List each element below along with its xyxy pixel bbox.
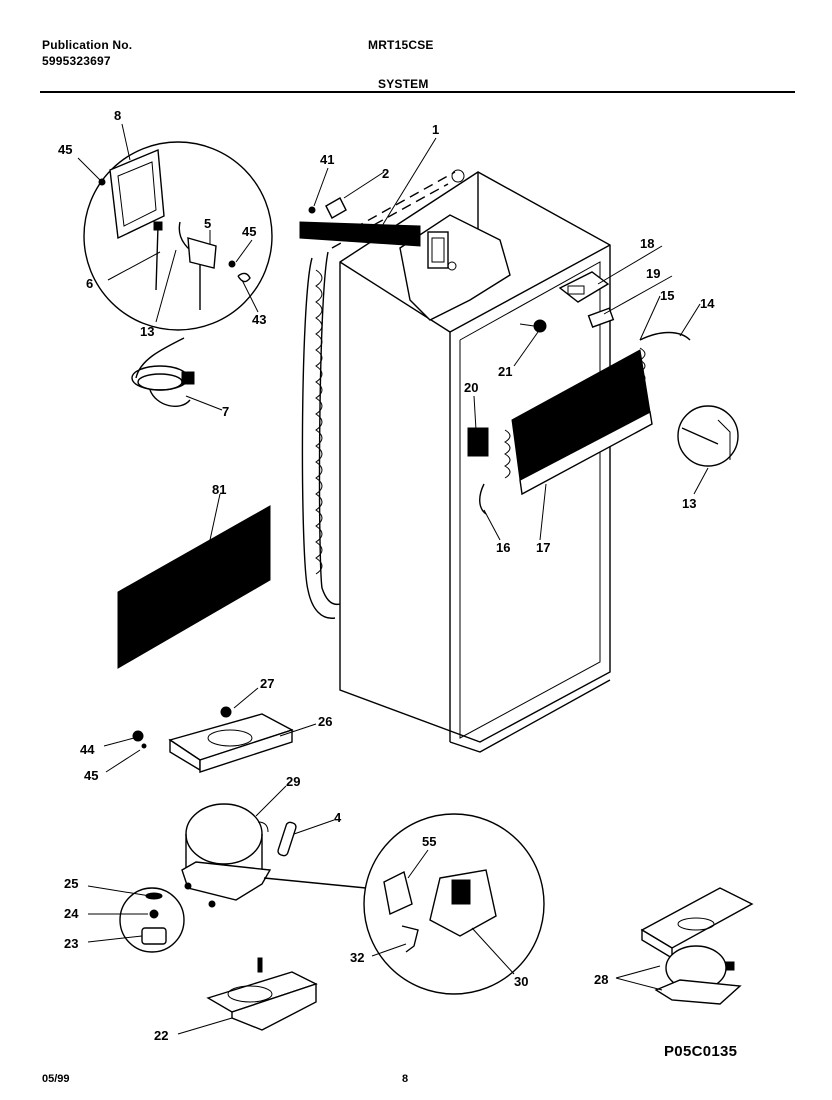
callout-17: 17 xyxy=(536,540,550,555)
callout-5: 5 xyxy=(204,216,211,231)
detail-circle-filter-drier xyxy=(677,405,739,467)
footer-page-number: 8 xyxy=(402,1073,409,1085)
power-cord xyxy=(131,337,195,408)
callout-29: 29 xyxy=(286,774,300,789)
section-title: SYSTEM xyxy=(378,77,429,91)
part-20-block xyxy=(467,427,489,457)
part-2-clip xyxy=(325,197,347,219)
part-41-screw xyxy=(308,206,316,214)
refrigerator-cabinet xyxy=(339,171,611,753)
callout-19: 19 xyxy=(646,266,660,281)
detail-circle-relay xyxy=(263,813,545,995)
header-rule xyxy=(40,91,795,93)
part-81-panel xyxy=(117,505,271,669)
callout-24: 24 xyxy=(64,906,79,921)
publication-label: Publication No. xyxy=(42,38,133,52)
callout-25: 25 xyxy=(64,876,78,891)
callout-81: 81 xyxy=(212,482,226,497)
part-18-bracket xyxy=(558,271,610,303)
callout-13-left: 13 xyxy=(140,324,154,339)
callout-27: 27 xyxy=(260,676,274,691)
callout-45-top: 45 xyxy=(58,142,72,157)
callout-15: 15 xyxy=(660,288,674,303)
callout-4: 4 xyxy=(334,810,342,825)
callout-23: 23 xyxy=(64,936,78,951)
part-21-grommet xyxy=(519,319,547,333)
callout-13-right: 13 xyxy=(682,496,696,511)
detail-circle-grommet xyxy=(119,887,185,953)
callout-22: 22 xyxy=(154,1028,168,1043)
part-28-assembly xyxy=(640,887,754,1005)
callout-14: 14 xyxy=(700,296,715,311)
diagram-code: P05C0135 xyxy=(664,1043,738,1060)
detail-circle-power-cord xyxy=(83,141,273,331)
callout-18: 18 xyxy=(640,236,654,251)
part-4-capacitor xyxy=(277,821,297,857)
callout-30: 30 xyxy=(514,974,528,989)
callout-26: 26 xyxy=(318,714,332,729)
part-26-drain-pan xyxy=(168,706,294,773)
footer-date: 05/99 xyxy=(42,1073,70,1085)
callout-21: 21 xyxy=(498,364,512,379)
callout-labels: 8 45 5 45 6 13 43 7 1 2 41 18 19 15 14 2… xyxy=(58,108,715,1043)
condenser-coil xyxy=(299,169,465,619)
callout-45-bottom: 45 xyxy=(84,768,98,783)
part-45-screw xyxy=(141,743,147,749)
part-22-base xyxy=(206,957,318,1031)
callout-41: 41 xyxy=(320,152,334,167)
callout-16: 16 xyxy=(496,540,510,555)
callout-2: 2 xyxy=(382,166,389,181)
part-29-compressor xyxy=(181,803,272,908)
callout-6: 6 xyxy=(86,276,93,291)
callout-32: 32 xyxy=(350,950,364,965)
callout-8: 8 xyxy=(114,108,121,123)
callout-20: 20 xyxy=(464,380,478,395)
part-16-drain xyxy=(479,483,487,515)
part-44-clip xyxy=(132,730,144,742)
callout-1: 1 xyxy=(432,122,439,137)
leader-lines xyxy=(77,123,709,1035)
callout-45-mid: 45 xyxy=(242,224,256,239)
callout-28: 28 xyxy=(594,972,608,987)
callout-7: 7 xyxy=(222,404,229,419)
callout-44: 44 xyxy=(80,742,95,757)
callout-55: 55 xyxy=(422,834,436,849)
evaporator-coil xyxy=(504,331,691,496)
callout-43: 43 xyxy=(252,312,266,327)
publication-number: 5995323697 xyxy=(42,54,111,68)
part-19-clip xyxy=(587,307,615,328)
model-number: MRT15CSE xyxy=(368,38,434,52)
